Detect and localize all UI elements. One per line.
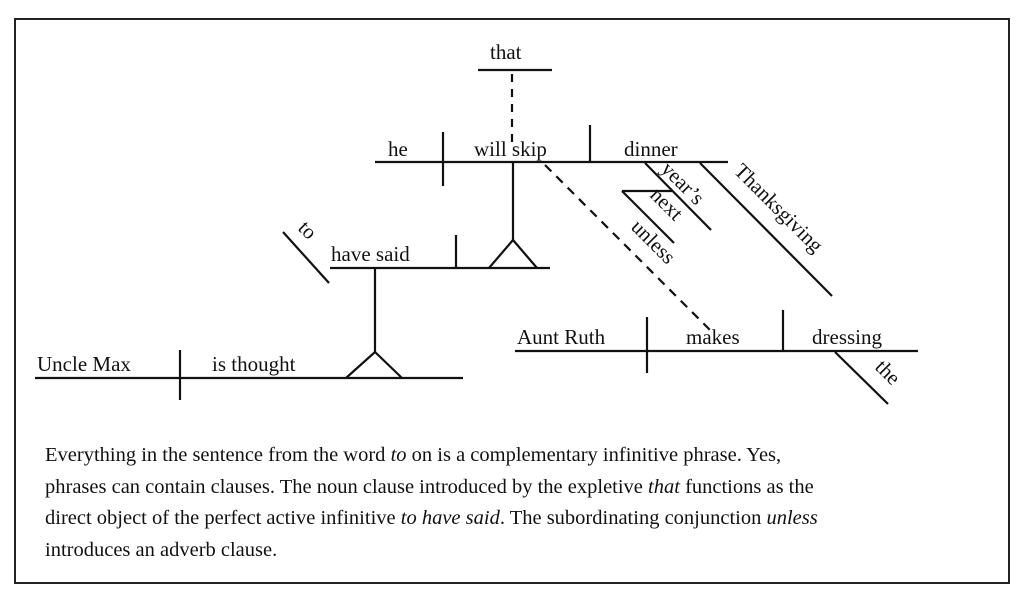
caption-italic-term: that: [648, 475, 680, 498]
word-the: the: [870, 355, 905, 390]
caption-line: introduces an adverb clause.: [45, 535, 1005, 567]
caption-italic-term: to: [390, 444, 407, 466]
caption-text: . The subordinating conjunction: [499, 507, 767, 529]
word-have-said: have said: [331, 242, 410, 266]
thanksgiving-slant: [699, 162, 833, 297]
caption-text: phrases can contain clauses. The noun cl…: [45, 475, 649, 498]
diagram-frame: [14, 18, 1010, 584]
word-aunt-ruth: Aunt Ruth: [517, 325, 606, 349]
word-to: to: [293, 216, 322, 245]
caption-text: direct object of the perfect active infi…: [45, 507, 401, 529]
caption-text: introduces an adverb clause.: [45, 538, 278, 561]
caption-text: on is a complementary infinitive phrase.…: [406, 444, 782, 466]
word-he: he: [388, 137, 408, 161]
noun-clause-pedestal: [488, 238, 538, 269]
word-dressing: dressing: [812, 325, 882, 349]
next-slant: [621, 190, 675, 244]
caption-line: direct object of the perfect active infi…: [45, 503, 1005, 535]
word-is-thought: is thought: [212, 352, 296, 376]
word-that: that: [490, 40, 522, 64]
word-uncle-max: Uncle Max: [37, 352, 131, 376]
word-makes: makes: [686, 325, 740, 349]
caption-text: Everything in the sentence from the word: [45, 444, 391, 466]
caption-text: functions as the: [679, 475, 814, 498]
years-slant: [644, 162, 712, 231]
caption-paragraph: Everything in the sentence from the word…: [45, 440, 1005, 566]
the-slant: [834, 351, 889, 405]
caption-line: phrases can contain clauses. The noun cl…: [45, 472, 1005, 504]
caption-line: Everything in the sentence from the word…: [45, 440, 1005, 472]
word-dinner: dinner: [624, 137, 678, 161]
infinitive-pedestal: [345, 350, 403, 379]
to-slant: [282, 231, 330, 284]
caption-italic-term: unless: [766, 507, 818, 529]
unless-dashed-connector: [544, 164, 713, 333]
caption-italic-term: to have said: [400, 507, 500, 529]
word-will-skip: will skip: [474, 137, 547, 161]
